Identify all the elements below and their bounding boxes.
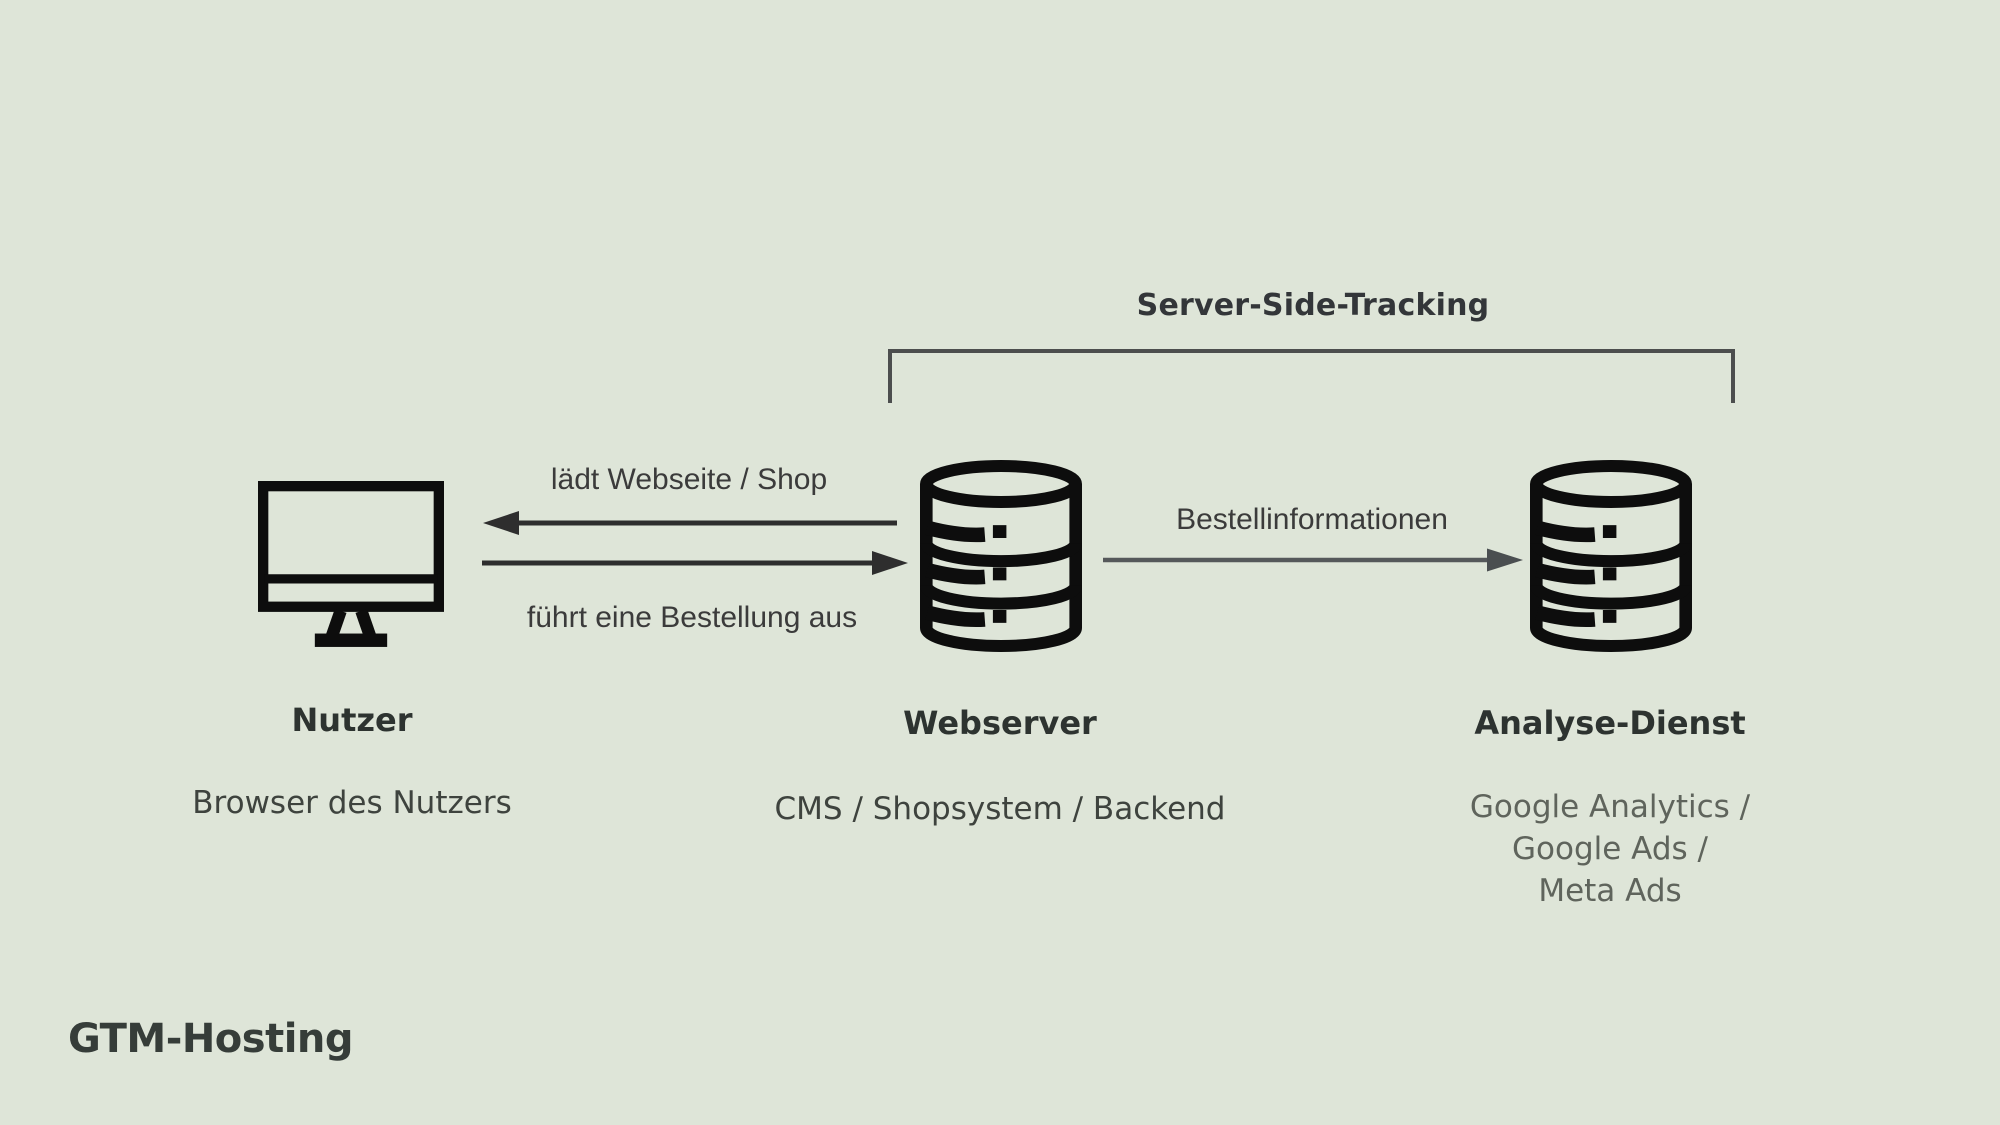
tracking-group-bracket xyxy=(888,349,1735,403)
gtm-hosting-logo: GTM-Hosting xyxy=(68,1016,354,1062)
analyse-dienst-sublabel-line2: Meta Ads xyxy=(1538,873,1682,909)
order-info-edge-label: Bestellinformationen xyxy=(1176,503,1448,536)
nutzer-sublabel: Browser des Nutzers xyxy=(192,785,512,821)
monitor-icon xyxy=(258,481,444,649)
load-website-edge-label: lädt Webseite / Shop xyxy=(550,463,828,496)
analyse-dienst-label: Analyse-Dienst xyxy=(1474,704,1746,742)
nutzer-label: Nutzer xyxy=(291,701,413,739)
order-arrow-right-icon xyxy=(475,546,910,580)
server-side-tracking-title: Server-Side-Tracking xyxy=(1136,288,1490,323)
order-edge-label: führt eine Bestellung aus xyxy=(526,601,858,634)
webserver-sublabel: CMS / Shopsystem / Backend xyxy=(774,791,1226,827)
webserver-label: Webserver xyxy=(903,704,1097,742)
webserver-database-icon xyxy=(911,460,1091,652)
order-info-arrow-right-icon xyxy=(1096,543,1528,577)
analyse-dienst-sublabel: Google Analytics / Google Ads / Meta Ads xyxy=(1415,786,1805,912)
load-website-arrow-left-icon xyxy=(475,506,910,540)
analyse-dienst-sublabel-line1: Google Analytics / Google Ads / xyxy=(1469,789,1751,867)
analyse-dienst-database-icon xyxy=(1521,460,1701,652)
